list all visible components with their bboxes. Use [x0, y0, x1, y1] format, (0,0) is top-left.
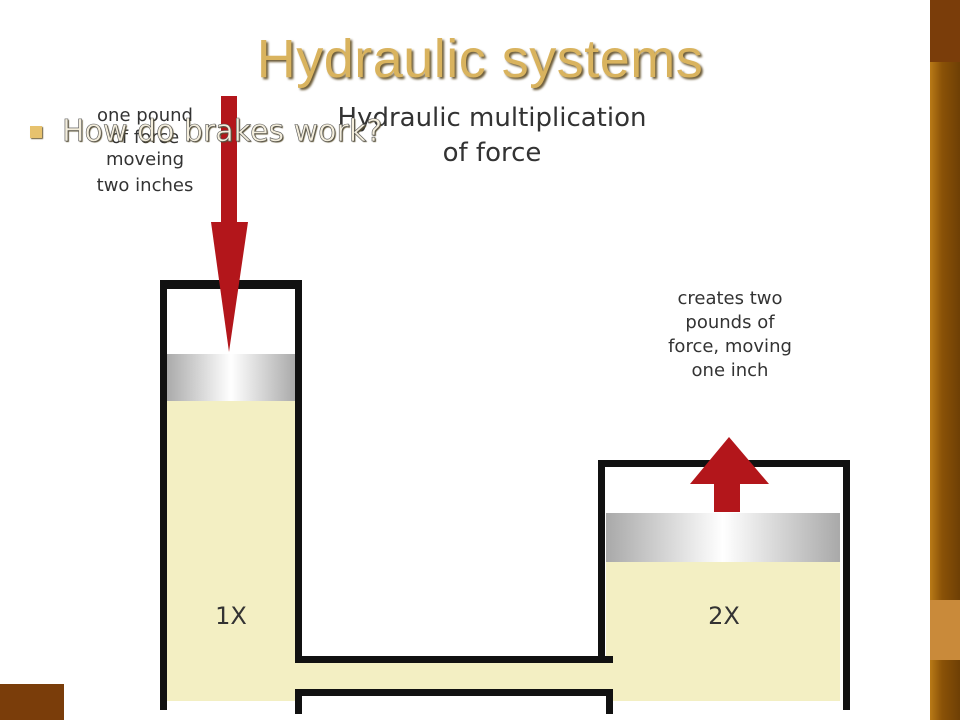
input-force-arrow [211, 96, 248, 352]
output-note-line3: force, moving [668, 336, 792, 357]
input-note-line1: one pound [97, 105, 193, 126]
right-cylinder-label: 2X [708, 602, 740, 630]
bullet-text: How do brakes work? [62, 114, 383, 150]
diagram-heading-line2: of force [443, 138, 542, 168]
decorative-frame-top [930, 0, 960, 62]
output-note-line2: pounds of [685, 312, 775, 333]
input-note-line4: two inches [97, 175, 194, 196]
output-note-line1: creates two [677, 288, 782, 309]
output-force-arrow [690, 437, 769, 512]
diagram-heading-line1: Hydraulic multiplication [338, 103, 647, 133]
right-piston [606, 513, 840, 562]
decorative-corner [0, 684, 64, 720]
bullet-square-icon [30, 125, 42, 138]
decorative-frame-strip [930, 600, 960, 660]
output-note-line4: one inch [692, 360, 769, 381]
hydraulic-fluid [166, 401, 840, 701]
left-piston [166, 354, 296, 401]
left-cylinder-label: 1X [215, 602, 247, 630]
bullet-item: How do brakes work? [30, 114, 382, 149]
input-note-line3: moveing [106, 149, 184, 170]
slide-title: Hydraulic systems [256, 29, 704, 89]
input-note-line2: of force [111, 127, 179, 148]
